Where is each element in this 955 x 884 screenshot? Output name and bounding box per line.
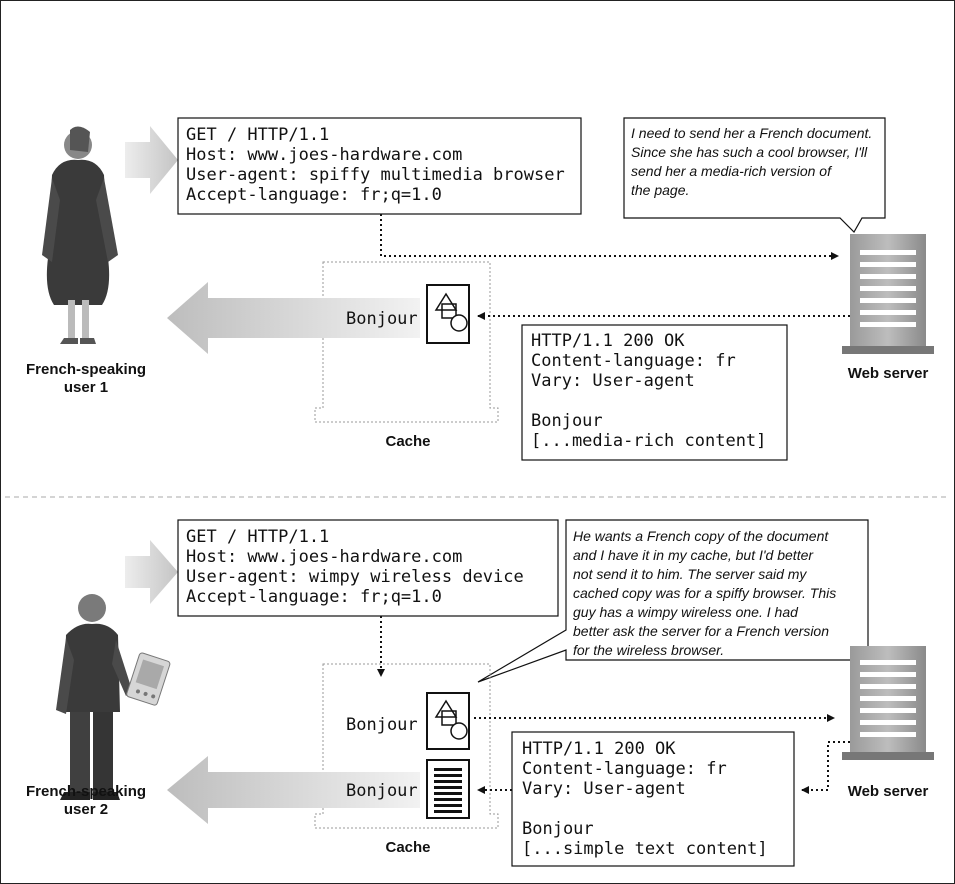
- response-2-line2: Content-language: fr: [522, 759, 727, 779]
- cache-thought-bubble: [477, 519, 869, 683]
- response-arrow-2: [167, 756, 420, 824]
- response-1-line5: [...media-rich content]: [531, 431, 766, 451]
- cache-outline-1: [314, 261, 499, 423]
- media-rich-document-icon: [426, 284, 470, 344]
- request-arrow-1: [125, 126, 178, 194]
- cache-thought-line6: better ask the server for a French versi…: [573, 623, 829, 639]
- request-2-line2: Host: www.joes-hardware.com: [186, 547, 462, 567]
- response-1-line2: Content-language: fr: [531, 351, 736, 371]
- response-2-line5: [...simple text content]: [522, 839, 768, 859]
- server-thought-line2: Since she has such a cool browser, I'll: [631, 144, 868, 160]
- cached-media-rich-document-icon: [426, 692, 470, 750]
- request-path-1: [380, 214, 839, 260]
- server-1-label: Web server: [848, 365, 929, 382]
- response-box-1: [521, 324, 788, 461]
- cache-thought-line7: for the wireless browser.: [573, 642, 724, 658]
- request-box-2: [177, 519, 559, 617]
- user-1-label-line1: French-speaking: [26, 361, 146, 378]
- user-2-label-line2: user 2: [64, 801, 108, 818]
- response-box-2: [511, 731, 795, 867]
- server-thought-line1: I need to send her a French document.: [631, 125, 872, 141]
- request-2-line3: User-agent: wimpy wireless device: [186, 567, 524, 587]
- user-2-label-line1: French-speaking: [26, 783, 146, 800]
- request-2-line1: GET / HTTP/1.1: [186, 527, 329, 547]
- server-thought-line4: the page.: [631, 182, 689, 198]
- user-1-label-line2: user 1: [64, 379, 108, 396]
- scenario-2: French-speaking user 2 GET / HTTP/1.1 Ho…: [26, 519, 934, 867]
- bonjour-2-new-label: Bonjour: [346, 781, 418, 801]
- cache-thought-line1: He wants a French copy of the document: [573, 528, 829, 544]
- request-1-line3: User-agent: spiffy multimedia browser: [186, 165, 565, 185]
- server-to-response-path: [801, 741, 850, 794]
- response-2-line3: Vary: User-agent: [522, 779, 686, 799]
- bonjour-2-cached-label: Bonjour: [346, 715, 418, 735]
- request-1-line2: Host: www.joes-hardware.com: [186, 145, 462, 165]
- response-2-line1: HTTP/1.1 200 OK: [522, 739, 676, 759]
- cache-thought-line5: guy has a wimpy wireless one. I had: [573, 604, 799, 620]
- server-2-label: Web server: [848, 783, 929, 800]
- cache-outline-2: [314, 663, 499, 829]
- request-arrow-2: [125, 540, 178, 604]
- web-server-2-icon: [842, 646, 934, 760]
- response-arrow-1: [167, 282, 420, 354]
- cache-2-label: Cache: [385, 839, 430, 856]
- text-document-icon: [426, 759, 470, 819]
- response-1-line1: HTTP/1.1 200 OK: [531, 331, 685, 351]
- server-thought-line3: send her a media-rich version of: [631, 163, 833, 179]
- cache-thought-line4: cached copy was for a spiffy browser. Th…: [573, 585, 836, 601]
- web-server-icon: [842, 234, 934, 354]
- request-box-1: [177, 117, 582, 215]
- response-1-line4: Bonjour: [531, 411, 603, 431]
- response-1-line3: Vary: User-agent: [531, 371, 695, 391]
- scenario-1: French-speaking user 1 GET / HTTP/1.1 Ho…: [26, 117, 934, 461]
- server-thought-bubble: [623, 117, 886, 233]
- request-1-line4: Accept-language: fr;q=1.0: [186, 185, 442, 205]
- response-2-line4: Bonjour: [522, 819, 594, 839]
- request-2-line4: Accept-language: fr;q=1.0: [186, 587, 442, 607]
- request-1-line1: GET / HTTP/1.1: [186, 125, 329, 145]
- cache-1-label: Cache: [385, 433, 430, 450]
- cache-thought-line2: and I have it in my cache, but I'd bette…: [573, 547, 814, 563]
- cache-thought-line3: not send it to him. The server said my: [573, 566, 807, 582]
- man-with-pda-user-icon: [56, 594, 171, 800]
- woman-user-icon: [42, 126, 118, 344]
- bonjour-1-label: Bonjour: [346, 309, 418, 329]
